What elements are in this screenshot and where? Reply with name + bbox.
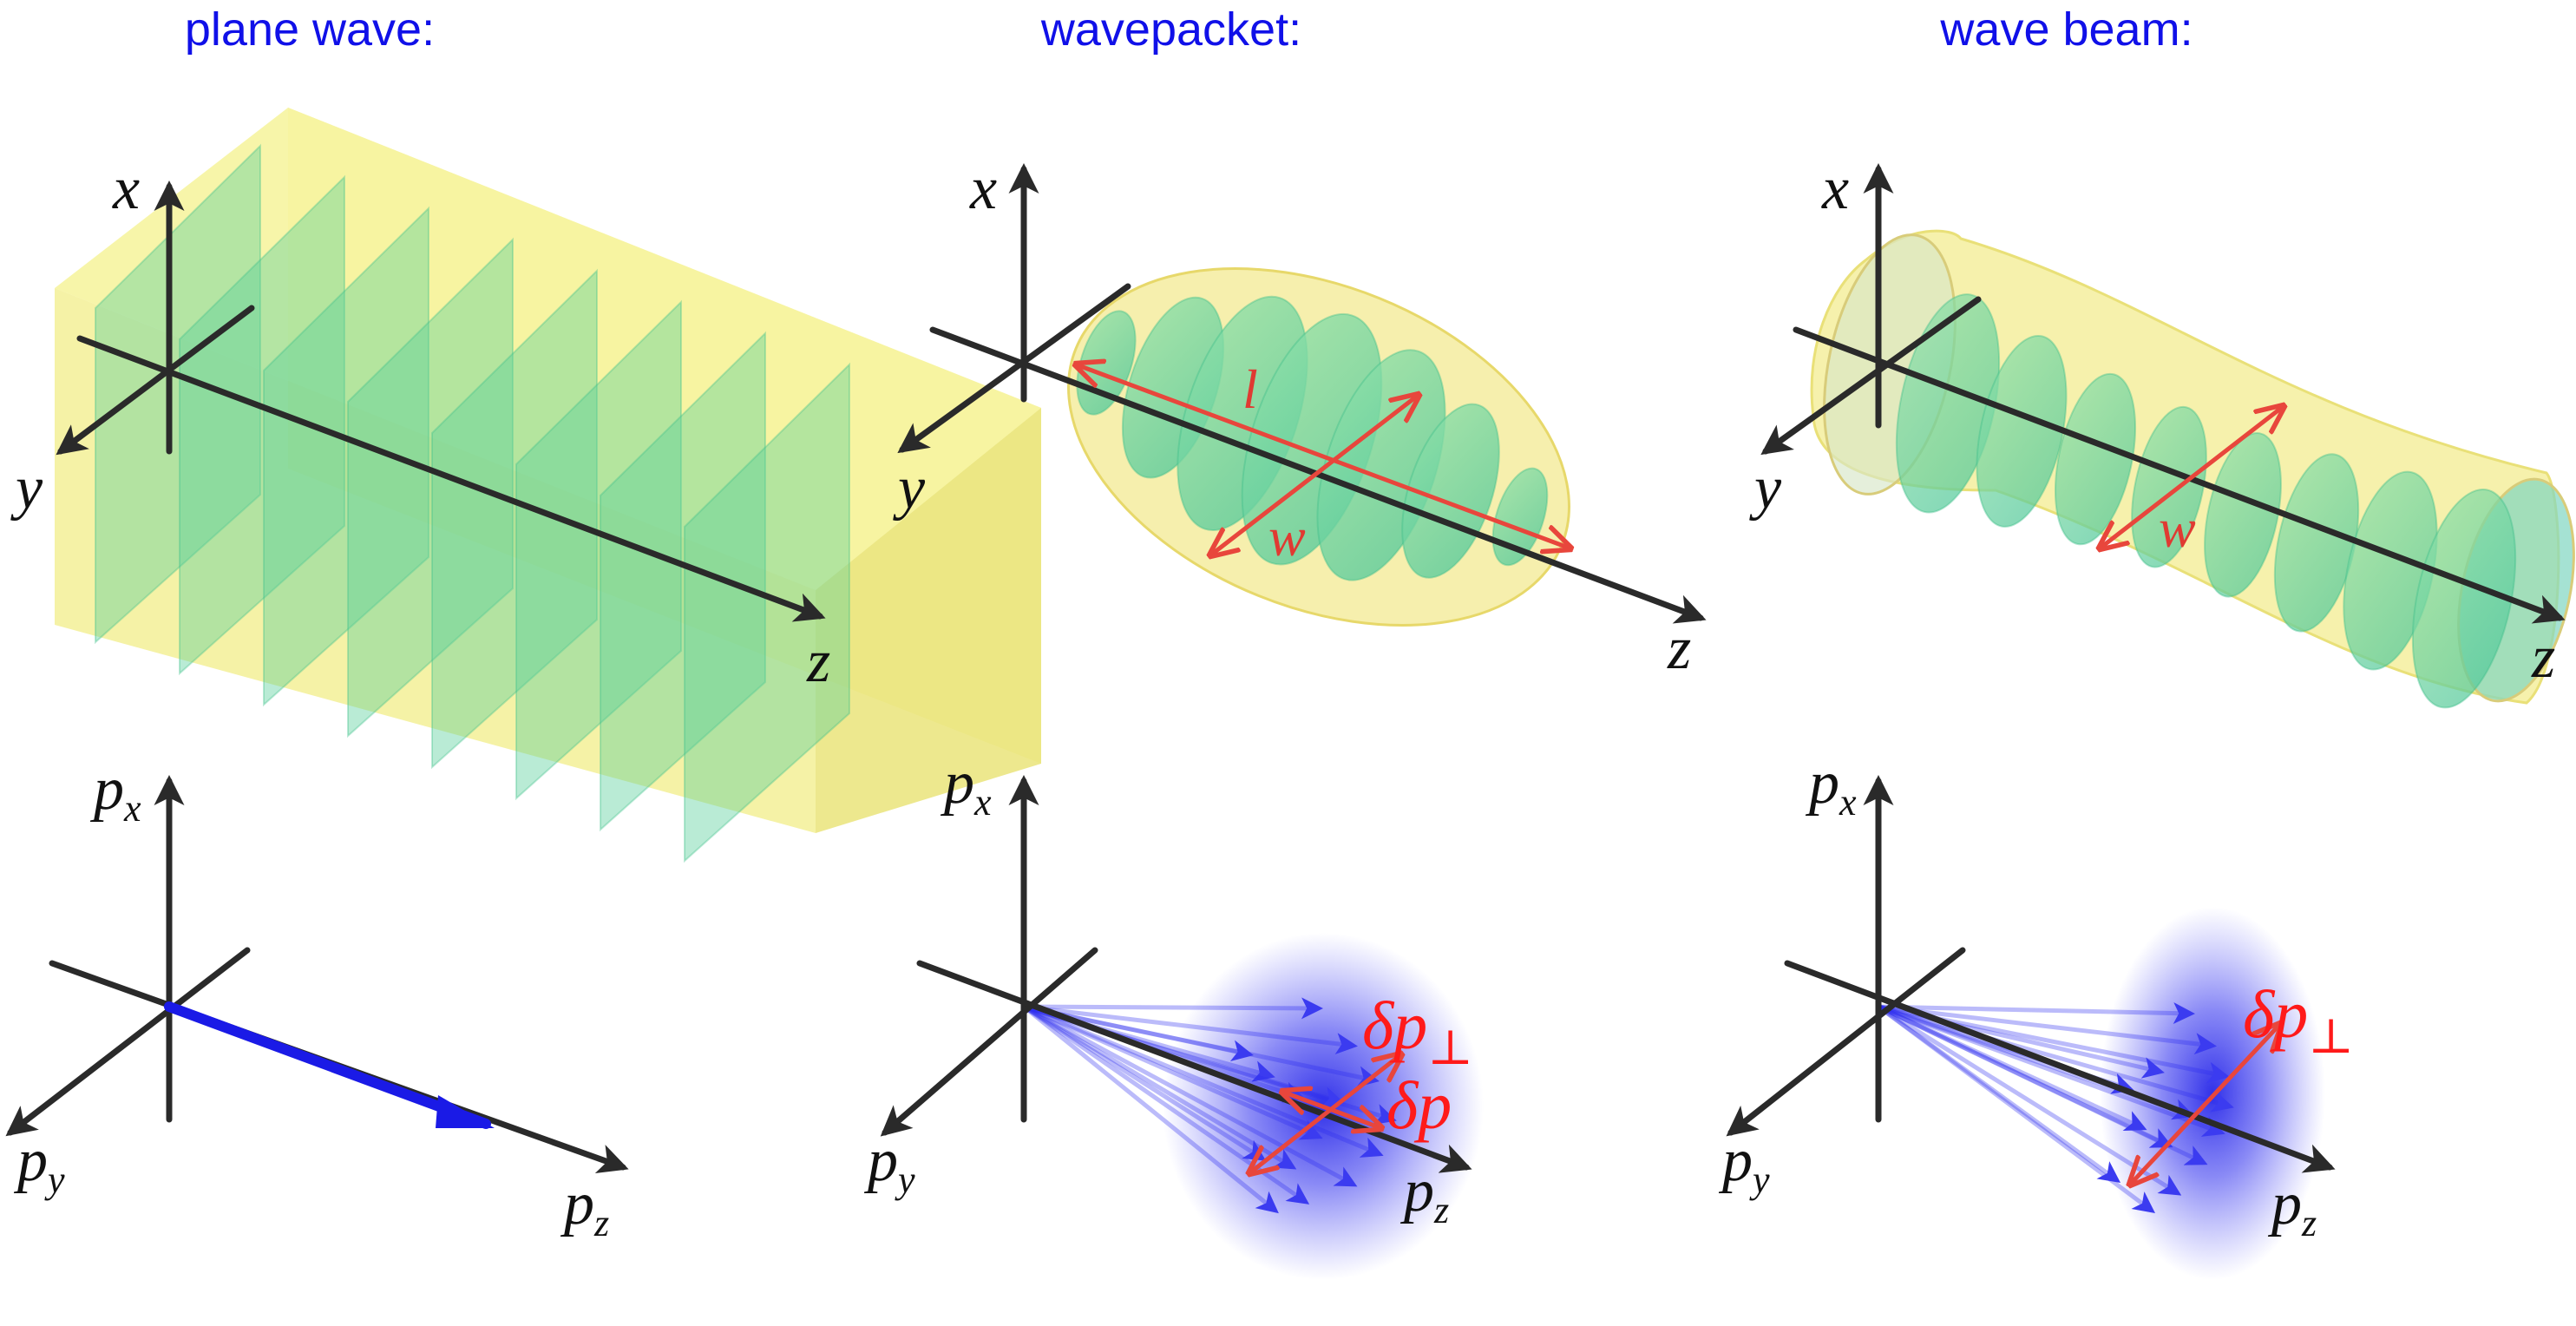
wave-beam-delta-perp-arrow [2130,1024,2280,1185]
wave-beam-pz-label: pz [2267,1171,2317,1244]
plane-wave-phase-front [431,268,598,770]
plane-wave-z-axis [76,335,826,622]
wave-beam-momentum-space: δp⊥ px py pz [1718,750,2354,1280]
wavepacket-momentum-vector [1023,997,1323,1020]
wavepacket-real-space: x y z l w [893,155,1707,682]
wavepacket-delta-long-arrow [1282,1092,1381,1128]
wave-beam-y-axis [1760,296,1982,456]
wave-beam-momentum-vector [1878,1002,2195,1025]
plane-wave-momentum-head [436,1095,495,1128]
wave-beam-width-arrow [2100,406,2284,548]
plane-wave-real-space: x y z [10,108,1041,863]
plane-wave-box-side [816,408,1041,833]
wave-beam-title: wave beam: [1939,3,2193,56]
plane-wave-phase-fronts [95,143,850,863]
wavepacket-width-arrow [1210,395,1419,555]
wave-beam-z-label: z [2531,624,2555,691]
plane-wave-pz-label: pz [560,1171,609,1244]
plane-wave-momentum-space: px py pz [5,756,629,1244]
wave-beam-real-space: x y z w [1749,155,2575,709]
wave-beam-phase-front [2411,489,2517,709]
wave-beam-delta-perp-label: δp⊥ [2243,976,2354,1064]
wavepacket-length-label: l [1242,358,1258,420]
wave-beam-px-label: px [1805,750,1857,824]
wave-beam-py-axis [1726,947,1966,1137]
plane-wave-phase-front [263,206,429,707]
wavepacket-pz-label: pz [1399,1158,1449,1231]
plane-wave-py-label: py [13,1127,65,1201]
plane-wave-box-front [55,288,816,833]
wavepacket-y-axis [897,283,1131,454]
wavepacket-py-label: py [863,1127,915,1201]
plane-wave-momentum-vector [164,1001,491,1129]
wavepacket-momentum-vector [1022,1005,1279,1214]
wavepacket-momentum-space: δp⊥ δp px py pz [863,750,1484,1280]
plane-wave-px-label: px [89,756,141,830]
wave-beam-phase-front [1976,334,2068,528]
wave-beam-momentum-vector [1877,1004,2173,1148]
plane-wave-phase-front [347,237,514,738]
wavepacket-momentum-vector [1023,1004,1358,1055]
wavepacket-y-label: y [893,455,926,522]
wavepacket-px-label: px [940,750,992,824]
plane-wave-phase-front [600,331,766,832]
wavepacket-delta-long-label: δp [1386,1067,1452,1143]
plane-wave-y-axis [56,305,255,456]
plane-wave-y-label: y [10,455,43,522]
wavepacket-title: wavepacket: [1040,3,1301,56]
plane-wave-z-label: z [806,628,830,695]
wave-beam-y-label: y [1749,455,1782,522]
wavepacket-x-label: x [969,155,997,222]
plane-wave-phase-front [179,174,345,676]
wave-beam-momentum-vector [1877,1004,2147,1132]
wave-beam-py-label: py [1718,1127,1770,1201]
wave-beam-momentum-vector [1877,1004,2121,1183]
wavepacket-z-label: z [1667,615,1691,682]
wave-beam-x-label: x [1821,155,1849,222]
wavepacket-width-label: w [1268,506,1306,568]
wavepacket-py-axis [880,947,1098,1137]
plane-wave-phase-front [684,362,850,863]
plane-wave-phase-front [515,299,682,801]
plane-wave-phase-front [95,143,261,645]
plane-wave-title: plane wave: [185,3,435,56]
plane-wave-x-label: x [112,155,140,222]
wavepacket-momentum-vector [1022,1004,1267,1161]
wavepacket-delta-perp-label: δp⊥ [1362,988,1473,1075]
plane-wave-py-axis [5,947,251,1137]
wave-beam-width-label: w [2159,497,2196,559]
